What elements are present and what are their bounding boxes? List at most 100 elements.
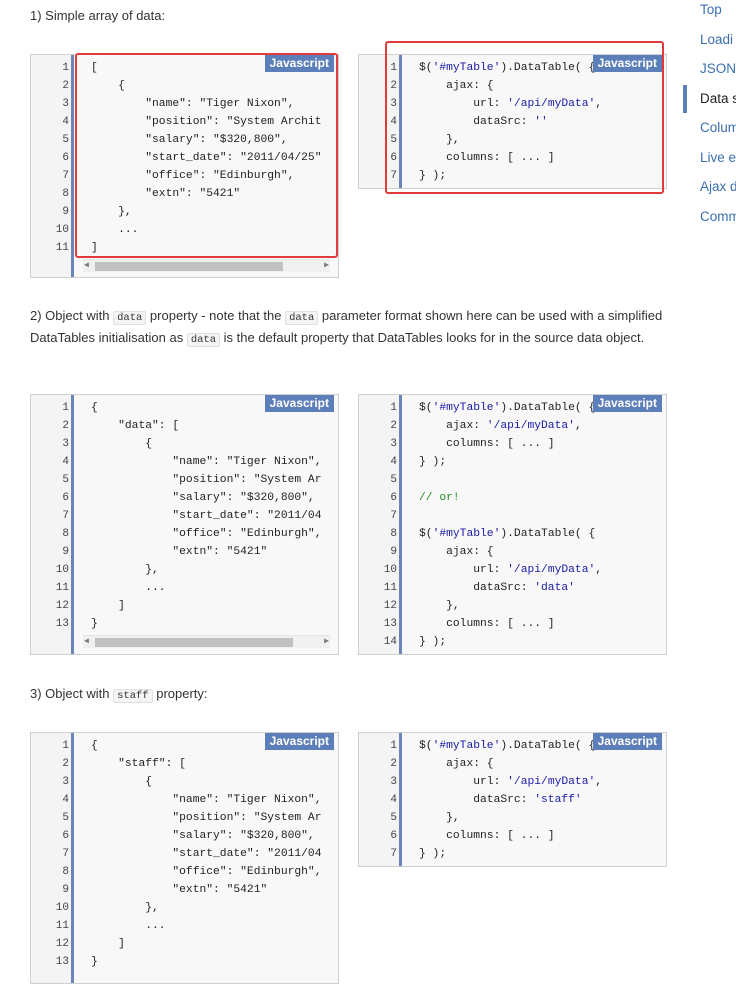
- code-block-js-1[interactable]: Javascript 1$('#myTable').DataTable( {2 …: [358, 54, 667, 189]
- code-text: },: [419, 812, 460, 824]
- code-text: $('#myTable').DataTable( {: [419, 402, 596, 414]
- code-line: 11 ...: [31, 917, 338, 935]
- line-number-gutter: [359, 395, 402, 654]
- code-line: 9 "extn": "5421": [31, 881, 338, 899]
- code-line: 1$('#myTable').DataTable( {: [359, 59, 666, 77]
- code-line: 6 "start_date": "2011/04/25": [31, 149, 338, 167]
- line-number: 2: [62, 80, 69, 92]
- code-text: },: [91, 902, 159, 914]
- code-block-json-3[interactable]: Javascript 1{2 "staff": [3 {4 "name": "T…: [30, 732, 339, 984]
- code-text: ajax: {: [419, 758, 494, 770]
- code-block-js-2[interactable]: Javascript 1$('#myTable').DataTable( {2 …: [358, 394, 667, 655]
- line-number: 3: [390, 776, 397, 788]
- code-line: 7 } );: [359, 845, 666, 863]
- code-text: url: '/api/myData',: [419, 98, 603, 110]
- line-number: 1: [390, 402, 397, 414]
- code-text: "position": "System Archit: [91, 116, 322, 128]
- code-line: 7 "start_date": "2011/04: [31, 507, 338, 525]
- code-text: "name": "Tiger Nixon",: [91, 456, 322, 468]
- scroll-left-arrow-icon[interactable]: ◀: [84, 261, 89, 270]
- code-line: 2 ajax: {: [359, 77, 666, 95]
- horizontal-scrollbar[interactable]: ◀ ▶: [83, 259, 330, 272]
- line-number: 7: [62, 510, 69, 522]
- line-number: 6: [62, 492, 69, 504]
- scroll-right-arrow-icon[interactable]: ▶: [324, 261, 329, 270]
- line-number: 1: [62, 402, 69, 414]
- code-line: 1{: [31, 399, 338, 417]
- code-text: },: [419, 134, 460, 146]
- section-heading-3: 3) Object with staff property:: [30, 684, 675, 706]
- code-text: {: [91, 438, 153, 450]
- code-text: dataSrc: 'staff': [419, 794, 582, 806]
- line-number: 9: [62, 546, 69, 558]
- code-text: "position": "System Ar: [91, 812, 322, 824]
- code-text: "staff": [: [91, 758, 186, 770]
- code-block-js-3[interactable]: Javascript 1$('#myTable').DataTable( {2 …: [358, 732, 667, 867]
- code-line: 6 "salary": "$320,800",: [31, 489, 338, 507]
- code-line: 14} );: [359, 633, 666, 651]
- toc-link[interactable]: Comm: [700, 208, 736, 224]
- line-number: 2: [390, 420, 397, 432]
- code-line: 5 },: [359, 809, 666, 827]
- code-block-json-2[interactable]: Javascript 1{2 "data": [3 {4 "name": "Ti…: [30, 394, 339, 655]
- line-number: 6: [390, 492, 397, 504]
- heading-text: property - note that the: [146, 308, 286, 323]
- scrollbar-thumb[interactable]: [95, 638, 293, 647]
- line-number: 7: [390, 848, 397, 860]
- code-text: "position": "System Ar: [91, 474, 322, 486]
- line-number: 6: [62, 152, 69, 164]
- scroll-left-arrow-icon[interactable]: ◀: [84, 637, 89, 646]
- code-text: {: [91, 740, 98, 752]
- line-number-gutter: [31, 395, 74, 654]
- line-number: 6: [390, 152, 397, 164]
- code-text: "extn": "5421": [91, 884, 268, 896]
- code-line: 4 "name": "Tiger Nixon",: [31, 453, 338, 471]
- code-line: 10 ...: [31, 221, 338, 239]
- line-number: 4: [390, 456, 397, 468]
- code-block-json-1[interactable]: Javascript 1[2 {3 "name": "Tiger Nixon",…: [30, 54, 339, 278]
- line-number: 8: [390, 528, 397, 540]
- line-number: 4: [62, 456, 69, 468]
- code-line: 13}: [31, 615, 338, 633]
- line-number-gutter: [31, 55, 74, 277]
- code-line: 4} );: [359, 453, 666, 471]
- toc-link[interactable]: Ajax d: [700, 179, 736, 194]
- code-line: 10 },: [31, 899, 338, 917]
- toc-link[interactable]: Data s: [683, 84, 736, 113]
- heading-text: 3) Object with: [30, 686, 114, 701]
- horizontal-scrollbar[interactable]: ◀ ▶: [83, 635, 330, 648]
- line-number: 1: [62, 62, 69, 74]
- code-text: {: [91, 80, 125, 92]
- line-number: 5: [390, 134, 397, 146]
- line-number: 3: [390, 98, 397, 110]
- toc-link[interactable]: Top: [700, 2, 722, 17]
- heading-text: 2) Object with: [30, 308, 114, 323]
- language-label: Javascript: [592, 55, 662, 72]
- code-line: 9 "extn": "5421": [31, 543, 338, 561]
- code-text: } );: [419, 848, 447, 860]
- code-text: "office": "Edinburgh",: [91, 170, 295, 182]
- toc-link[interactable]: Colum: [700, 120, 736, 135]
- code-line: 1 $('#myTable').DataTable( {: [359, 399, 666, 417]
- code-text: "salary": "$320,800",: [91, 830, 315, 842]
- line-number: 10: [55, 564, 69, 576]
- toc-link[interactable]: JSON: [700, 61, 736, 76]
- line-number: 5: [390, 474, 397, 486]
- code-line: 11 ...: [31, 579, 338, 597]
- code-text: "start_date": "2011/04: [91, 848, 322, 860]
- code-line: 10 url: '/api/myData',: [359, 561, 666, 579]
- toc-link[interactable]: Loadi: [700, 31, 734, 47]
- code-line: 2 "staff": [: [31, 755, 338, 773]
- language-label: Javascript: [264, 395, 334, 412]
- code-text: },: [91, 564, 159, 576]
- code-text: "start_date": "2011/04/25": [91, 152, 322, 164]
- scrollbar-thumb[interactable]: [95, 262, 283, 271]
- line-number: 10: [55, 224, 69, 236]
- scroll-right-arrow-icon[interactable]: ▶: [324, 637, 329, 646]
- code-line: 7 "start_date": "2011/04: [31, 845, 338, 863]
- line-number: 9: [62, 884, 69, 896]
- code-line: 12 },: [359, 597, 666, 615]
- toc-link[interactable]: Live e: [700, 149, 736, 165]
- code-line: 1[: [31, 59, 338, 77]
- heading-text: property:: [152, 686, 208, 701]
